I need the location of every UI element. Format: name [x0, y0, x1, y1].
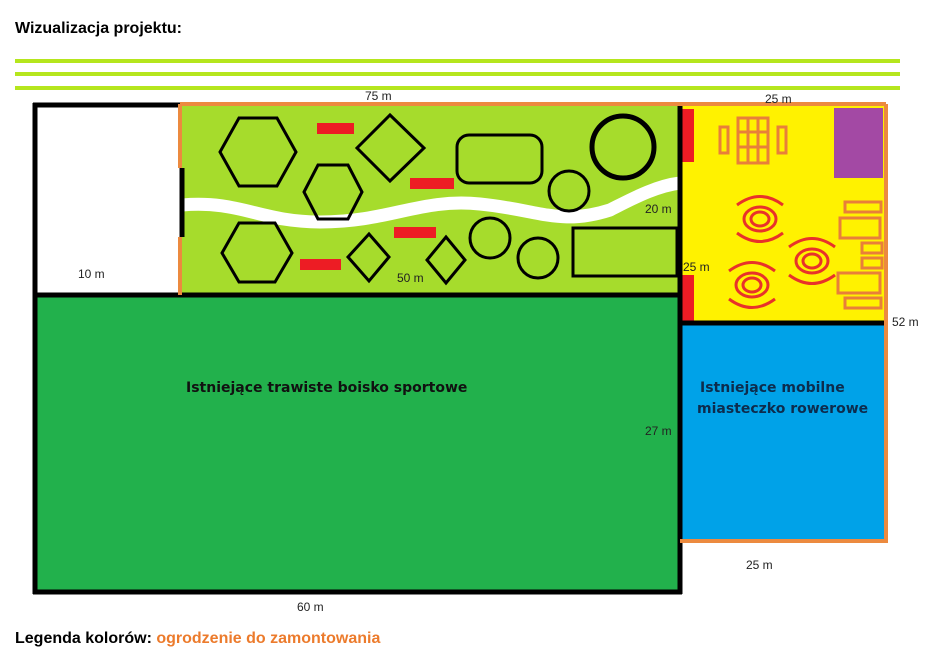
rectangle-1 [571, 226, 679, 278]
dim-yellow-height: 25 m [683, 260, 710, 274]
circle-2 [468, 216, 512, 260]
dim-green-strip: 50 m [397, 271, 424, 285]
dim-bottom-main: 60 m [297, 600, 324, 614]
diamond-1 [354, 112, 427, 184]
page-title: Wizualizacja projektu: [15, 20, 182, 37]
yellow-zone-equipment [718, 116, 884, 310]
bike-town-label-1: Istniejące mobilne [700, 380, 845, 396]
bike-town-area [680, 323, 885, 541]
green-stripes [15, 59, 900, 90]
hexagon-1 [218, 116, 298, 188]
playground-equipment [218, 112, 679, 286]
bleacher-5-icon [836, 271, 882, 295]
legend-separator: : [146, 630, 157, 647]
sports-field [35, 295, 680, 592]
red-benches [300, 109, 694, 323]
dim-top-right: 25 m [765, 92, 792, 106]
white-plot [35, 105, 180, 295]
bench-1 [317, 123, 354, 134]
eye-figure-3 [728, 261, 776, 309]
red-gate-bottom [680, 275, 694, 323]
bleacher-1-icon [843, 200, 883, 214]
red-gate-top [680, 109, 694, 162]
hexagon-2 [302, 163, 364, 221]
legend-orange-fence: ogrodzenie do zamontowania [156, 630, 381, 647]
bench-2 [410, 178, 454, 189]
circle-1 [547, 169, 591, 213]
legend: Legenda kolorów: ogrodzenie do zamontowa… [15, 630, 380, 648]
dim-left-white: 10 m [78, 267, 105, 281]
bench-3 [394, 227, 436, 238]
eye-figure-1 [736, 195, 784, 243]
diamond-2 [345, 231, 391, 284]
bike-town-label-2: miasteczko rowerowe [697, 401, 868, 417]
orange-fence [178, 102, 888, 543]
eye-figures [728, 195, 836, 309]
circle-big [589, 113, 657, 181]
bench-4 [300, 259, 341, 270]
dim-bottom-right: 25 m [746, 558, 773, 572]
rounded-rect-1 [455, 133, 544, 185]
bleacher-3-icon [860, 241, 884, 255]
purple-square [834, 108, 883, 178]
dim-top-main: 75 m [365, 89, 392, 103]
legend-label: Legenda kolorów [15, 630, 147, 647]
bleacher-6-icon [843, 296, 883, 310]
dim-path: 20 m [645, 202, 672, 216]
chair-right-icon [776, 125, 788, 155]
bleacher-4-icon [860, 256, 884, 270]
table-icon [736, 116, 770, 165]
black-boundaries [32, 102, 885, 595]
field-label: Istniejące trawiste boisko sportowe [186, 380, 467, 396]
hexagon-3 [220, 221, 294, 284]
circle-3 [516, 236, 560, 280]
dim-right-total: 52 m [892, 315, 919, 329]
bleacher-2-icon [838, 216, 882, 240]
dim-field-height: 27 m [645, 424, 672, 438]
chair-left-icon [718, 125, 730, 155]
walking-path [181, 176, 681, 229]
diamond-3 [425, 234, 467, 286]
eye-figure-2 [788, 237, 836, 285]
